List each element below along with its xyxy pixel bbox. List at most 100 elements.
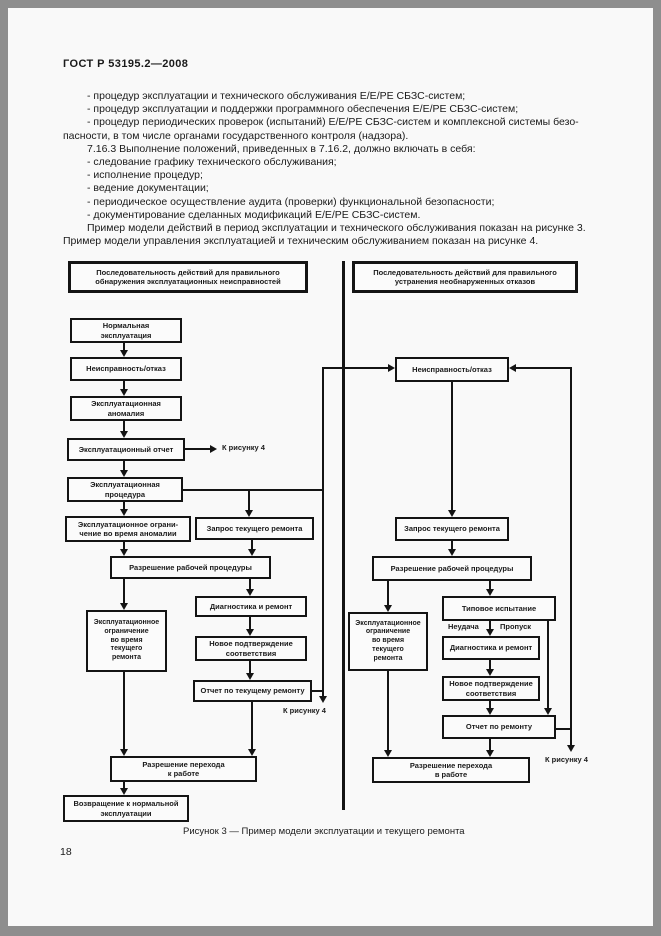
flow-box-fault-left: Неисправность/отказ [70,357,182,381]
connector-line [489,738,491,751]
body-line: - периодическое осуществление аудита (пр… [87,195,495,208]
skip-label: Пропуск [500,622,531,631]
arrow-down [245,510,253,517]
connector-line [123,343,125,351]
body-line: Пример модели действий в период эксплуат… [87,222,586,235]
arrow-down [120,509,128,516]
connector-line [312,690,324,692]
arrow-down [120,431,128,438]
arrow-down [120,749,128,756]
flow-box-return-normal: Возвращение к нормальной эксплуатации [63,795,189,822]
arrow-down [448,510,456,517]
connector-line [123,381,125,390]
flow-box-repair-report-left: Отчет по текущему ремонту [193,680,312,702]
body-line: - исполнение процедур; [87,169,203,182]
connector-line [249,579,251,590]
arrow-down [248,549,256,556]
connector-line [555,728,572,730]
arrow-down [544,708,552,715]
failure-label: Неудача [448,622,479,631]
arrow-down [246,673,254,680]
connector-line [489,580,491,590]
arrow-down [246,589,254,596]
connector-line [387,670,389,751]
arrow-down [384,750,392,757]
flow-box-reconfirmation-right: Новое подтверждение соответствия [442,676,540,701]
arrow-down [486,708,494,715]
connector-line [516,367,572,369]
connector-line [123,421,125,432]
flow-box-operation-report: Эксплуатационный отчет [67,438,185,461]
flow-box-work-permit-left: Разрешение рабочей процедуры [110,556,271,579]
connector-line [123,542,125,550]
flow-box-transition-permit-right: Разрешение перехода в работе [372,757,530,783]
flow-box-transition-permit-left: Разрешение перехода к работе [110,756,257,782]
to-figure4-label: К рисунку 4 [545,755,588,764]
connector-line [322,367,388,369]
flow-box-normal-operation: Нормальная эксплуатация [70,318,182,343]
connector-line [547,620,549,709]
body-line: - следование графику технического обслуж… [87,156,337,169]
arrow-down [248,749,256,756]
arrow-down [120,788,128,795]
to-figure4-label: К рисунку 4 [283,706,326,715]
flow-header-left: Последовательность действий для правильн… [68,261,308,293]
connector-line [249,617,251,630]
body-line: - ведение документации; [87,182,209,195]
connector-line [570,368,572,746]
body-line: - документирование сделанных модификаций… [87,208,421,221]
arrow-down [246,629,254,636]
connector-line [123,579,125,604]
connector-line [183,489,324,491]
connector-line [387,580,389,606]
connector-line [251,702,253,750]
arrow-down [120,470,128,477]
arrow-right [210,445,217,453]
document-page: ГОСТ Р 53195.2—2008 - процедур эксплуата… [8,8,653,926]
body-line: - процедур эксплуатации и поддержки прог… [87,103,519,116]
arrow-down [486,629,494,636]
flow-box-diagnostics-left: Диагностика и ремонт [195,596,307,617]
page-stage: ГОСТ Р 53195.2—2008 - процедур эксплуата… [8,8,653,926]
body-line: 7.16.3 Выполнение положений, приведенных… [87,142,476,155]
connector-line [248,490,250,511]
connector-line [451,540,453,550]
flow-box-anomaly: Эксплуатационная аномалия [70,396,182,421]
body-line: - процедур периодических проверок (испыт… [87,116,579,129]
chart-divider-line [342,261,345,810]
connector-line [123,461,125,471]
arrow-down [384,605,392,612]
arrow-right [388,364,395,372]
flow-box-fault-right: Неисправность/отказ [395,357,509,382]
connector-line [251,540,253,550]
to-figure4-label: К рисунку 4 [222,443,265,452]
flow-box-repair-request-left: Запрос текущего ремонта [195,517,314,540]
flow-box-restriction-anomaly: Эксплуатационное ограни- чение во время … [65,516,191,542]
arrow-down [120,350,128,357]
connector-line [489,659,491,670]
arrow-down [120,603,128,610]
connector-line [185,448,211,450]
standard-number: ГОСТ Р 53195.2—2008 [63,58,189,70]
page-number: 18 [60,846,72,858]
body-line: пасности, в том числе органами государст… [63,129,409,142]
flow-box-diagnostics-right: Диагностика и ремонт [442,636,540,660]
flow-box-restriction-repair-right: Эксплуатационное ограничение во время те… [348,612,428,671]
flow-box-repair-report-right: Отчет по ремонту [442,715,556,739]
flow-box-restriction-repair-left: Эксплуатационное ограничение во время те… [86,610,167,672]
body-text: - процедур эксплуатации и технического о… [63,90,623,248]
connector-line [123,502,125,510]
arrow-left [509,364,516,372]
arrow-down [120,389,128,396]
body-line: Пример модели управления эксплуатацией и… [63,235,539,248]
arrow-down [486,750,494,757]
connector-line [451,381,453,511]
connector-line [123,672,125,750]
connector-line [489,700,491,709]
figure-caption: Рисунок 3 — Пример модели эксплуатации и… [183,826,465,837]
flow-box-type-test: Типовое испытание [442,596,556,621]
flow-box-procedure: Эксплуатационная процедура [67,477,183,502]
connector-line [123,782,125,790]
arrow-down [120,549,128,556]
connector-line [322,368,324,697]
